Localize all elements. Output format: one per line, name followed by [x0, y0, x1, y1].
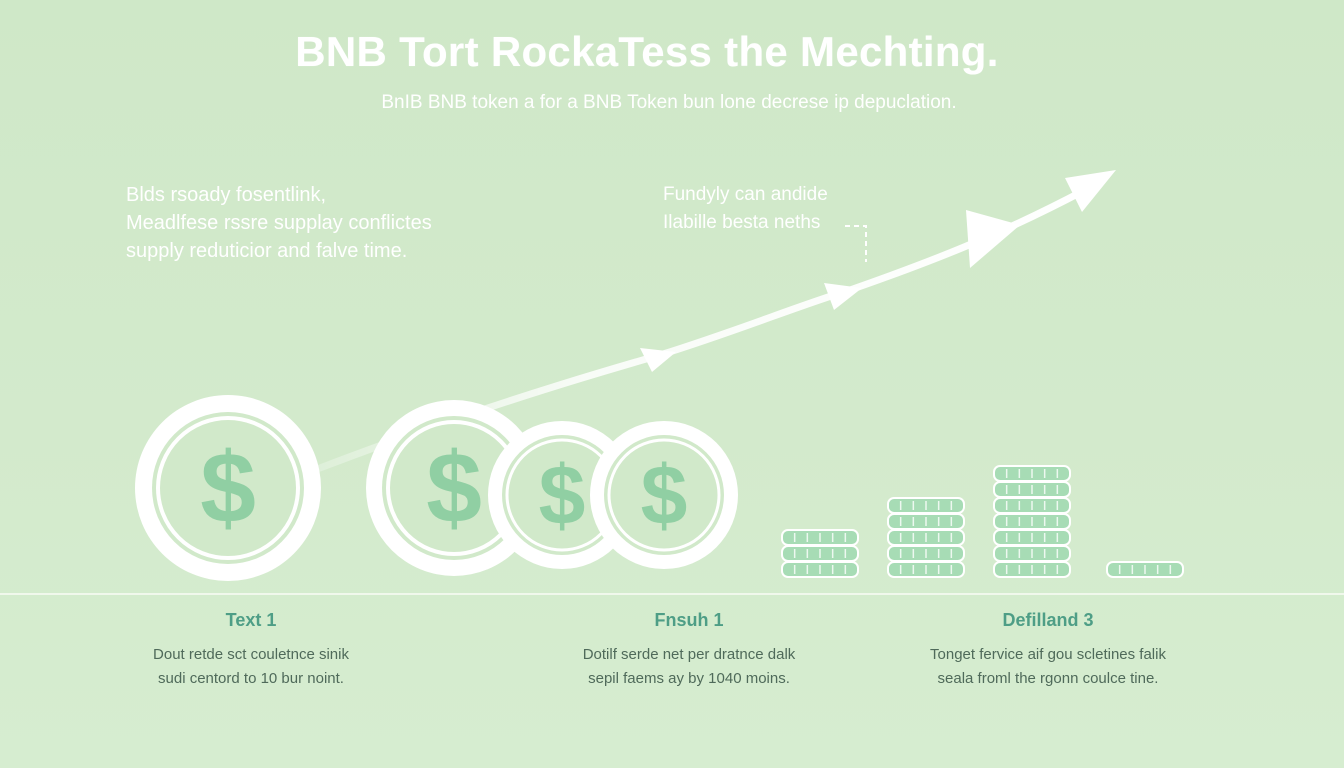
stacked-coin — [993, 529, 1071, 546]
arrow-head-large — [1065, 170, 1116, 212]
stacked-coin — [993, 481, 1071, 498]
column-text: Dout retde sct couletnce sinik sudi cent… — [81, 643, 421, 691]
column-text: Dotilf serde net per dratnce dalk sepil … — [519, 643, 859, 691]
stacked-coin — [781, 529, 859, 546]
column-text-line: Dotilf serde net per dratnce dalk — [582, 646, 796, 663]
column-text-line: Dout retde sct couletnce sinik — [153, 646, 349, 663]
info-column-2: Fnsuh 1 Dotilf serde net per dratnce dal… — [519, 610, 859, 691]
coin-stack — [781, 529, 859, 578]
dollar-coin-icon: $ — [135, 395, 321, 581]
baseline-divider — [0, 593, 1344, 595]
arrow-head-small — [640, 348, 676, 372]
page-subtitle: BnIB BNB token a for a BNB Token bun lon… — [381, 92, 957, 113]
left-annotation-line: Meadlfese rssre supplay conflictes — [126, 212, 432, 234]
column-title: Fnsuh 1 — [654, 610, 724, 630]
arrow-head-medium — [966, 210, 1020, 268]
coin-stacks — [781, 465, 1184, 578]
stacked-coin — [887, 529, 965, 546]
arrow-head-small — [824, 283, 862, 310]
stacked-coin — [993, 513, 1071, 530]
right-annotation-line: Fundyly can andide — [663, 184, 828, 205]
info-column-3: Defilland 3 Tonget fervice aif gou sclet… — [878, 610, 1218, 691]
stacked-coin — [1106, 561, 1184, 578]
stacked-coin — [993, 545, 1071, 562]
left-annotation: Blds rsoady fosentlink, Meadlfese rssre … — [126, 181, 432, 265]
coin-stack — [887, 497, 965, 578]
stacked-coin — [993, 497, 1071, 514]
dashed-connector — [845, 225, 867, 262]
right-annotation-line: Ilabille besta neths — [663, 212, 821, 233]
stacked-coin — [781, 561, 859, 578]
column-text: Tonget fervice aif gou scletines falik s… — [878, 643, 1218, 691]
dollar-sign: $ — [200, 432, 256, 544]
dollar-sign: $ — [426, 432, 482, 544]
left-annotation-line: supply reduticior and falve time. — [126, 240, 408, 262]
left-annotation-line: Blds rsoady fosentlink, — [126, 184, 327, 206]
column-title: Defilland 3 — [1002, 610, 1094, 630]
column-text-line: sudi centord to 10 bur noint. — [158, 670, 344, 687]
stacked-coin — [993, 561, 1071, 578]
stacked-coin — [887, 545, 965, 562]
page-title: BNB Tort RockaTess the Mechting. — [295, 28, 999, 75]
coin-stack — [1106, 561, 1184, 578]
coin-stack — [993, 465, 1071, 578]
stacked-coin — [887, 497, 965, 514]
right-annotation: Fundyly can andide Ilabille besta neths — [663, 181, 828, 237]
column-title: Text 1 — [225, 610, 277, 630]
column-text-line: sepil faems ay by 1040 moins. — [588, 670, 790, 687]
dollar-coin-icon: $ — [590, 421, 738, 569]
dollar-sign: $ — [641, 448, 688, 542]
stacked-coin — [887, 561, 965, 578]
stacked-coin — [993, 465, 1071, 482]
column-text-line: Tonget fervice aif gou scletines falik — [930, 646, 1166, 663]
dollar-sign: $ — [539, 448, 586, 542]
dollar-coin-icon: $ — [488, 421, 636, 569]
stacked-coin — [887, 513, 965, 530]
column-text-line: seala froml the rgonn coulce tine. — [937, 670, 1159, 687]
info-column-1: Text 1 Dout retde sct couletnce sinik su… — [81, 610, 421, 691]
stacked-coin — [781, 545, 859, 562]
